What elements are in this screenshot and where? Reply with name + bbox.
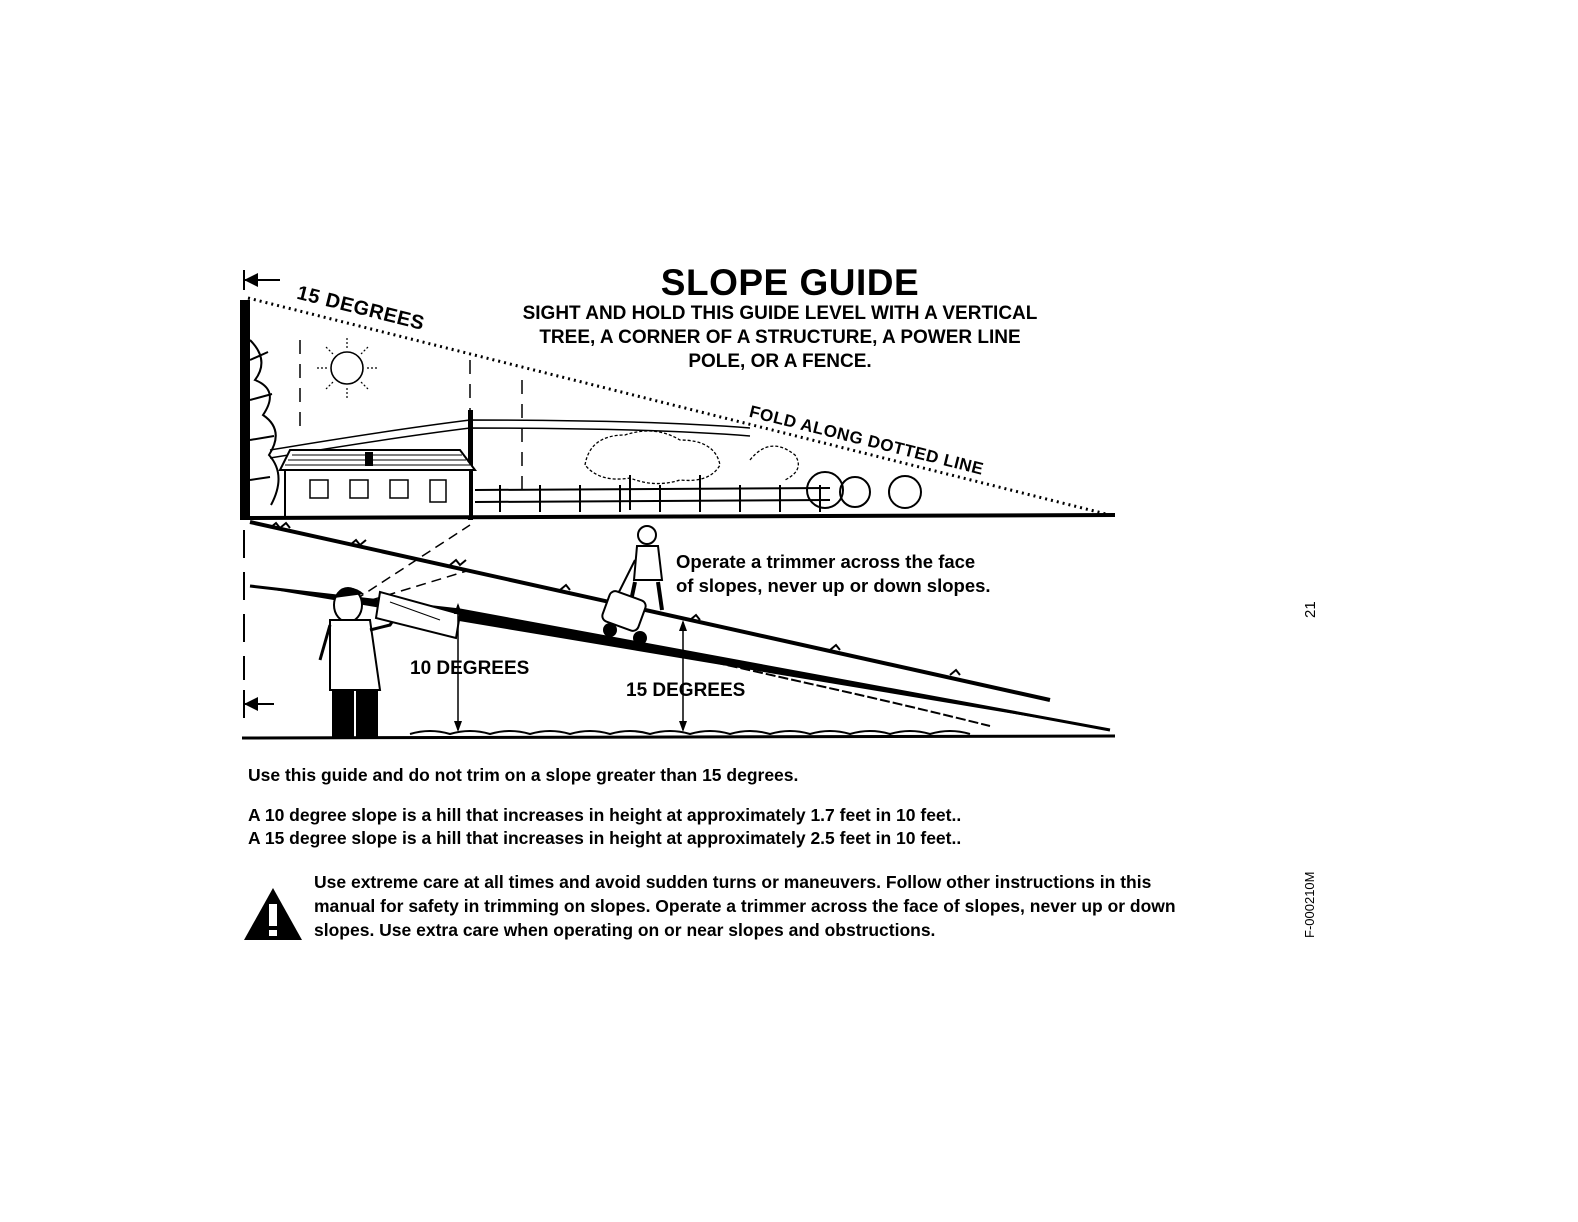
sun-icon (317, 338, 377, 398)
guidance-line-1: Use this guide and do not trim on a slop… (248, 765, 799, 785)
warning-line: manual for safety in trimming on slopes.… (314, 896, 1176, 916)
warning-line: slopes. Use extra care when operating on… (314, 920, 936, 940)
warning-line: Use extreme care at all times and avoid … (314, 872, 1152, 892)
page-title: SLOPE GUIDE (660, 262, 920, 303)
warning-text: Use extreme care at all times and avoid … (314, 870, 1274, 942)
operate-note: Operate a trimmer across the face of slo… (676, 550, 1056, 598)
house-icon (278, 449, 477, 519)
instruction-line: POLE, OR A FENCE. (688, 351, 872, 372)
fence (474, 485, 831, 512)
instruction-line: SIGHT AND HOLD THIS GUIDE LEVEL WITH A V… (522, 303, 1038, 324)
instruction-line: TREE, A CORNER OF A STRUCTURE, A POWER L… (539, 327, 1021, 348)
operate-note-line: Operate a trimmer across the face (676, 551, 976, 572)
page-number: 21 (1302, 601, 1319, 618)
background-trees (584, 430, 922, 510)
figure-code: F-000210M (1302, 871, 1317, 938)
sight-instruction: SIGHT AND HOLD THIS GUIDE LEVEL WITH A V… (480, 302, 1080, 374)
tree-icon (240, 300, 280, 518)
warning-triangle-icon (244, 888, 302, 940)
guidance-line-2: A 10 degree slope is a hill that increas… (248, 805, 962, 825)
operate-note-line: of slopes, never up or down slopes. (676, 575, 991, 596)
arrow-left-icon (243, 270, 280, 290)
arrow-left-icon (243, 690, 274, 718)
slope-illustration (239, 270, 1116, 740)
person-sighting-icon (318, 587, 462, 738)
ten-degrees-label: 10 DEGREES (410, 658, 530, 679)
guidance-line-3: A 15 degree slope is a hill that increas… (248, 828, 962, 848)
fifteen-degrees-label: 15 DEGREES (626, 680, 746, 701)
fold-dotted-line (247, 296, 1111, 517)
trimmer-operator-icon (601, 525, 664, 645)
